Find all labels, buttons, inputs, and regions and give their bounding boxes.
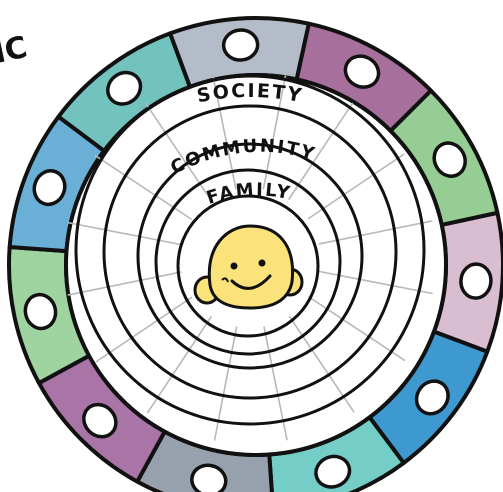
cheek-left — [221, 277, 229, 283]
segment-blank-circle — [343, 54, 381, 89]
segment-blank-circle — [190, 463, 228, 492]
ring-society — [74, 74, 426, 426]
right-eye — [258, 259, 266, 267]
segment-blank-circle — [432, 141, 467, 178]
web-spoke — [287, 102, 354, 201]
web-spoke — [262, 75, 287, 190]
ring-community — [102, 104, 398, 400]
segment-blank-circle — [106, 70, 143, 106]
ring-inner-1 — [154, 168, 342, 356]
smile — [230, 274, 272, 290]
ring-family — [136, 142, 364, 370]
web-spokes — [67, 75, 433, 441]
ring-inner-2 — [176, 194, 320, 338]
web-spoke — [95, 296, 193, 363]
segment-blank-circle — [459, 262, 493, 300]
segment-blank-circle — [32, 169, 67, 207]
segment-blank-circle — [23, 292, 58, 331]
segment-blank-circle — [314, 454, 352, 489]
segment-blank-circle — [221, 28, 260, 62]
segment-blank-circle — [82, 402, 118, 439]
web-spoke — [307, 295, 406, 362]
web-spoke — [67, 271, 182, 296]
left-eye — [230, 262, 238, 270]
corner-text: IC — [0, 30, 30, 71]
segment-blank-circle — [414, 379, 450, 416]
web-spoke — [94, 154, 193, 221]
face — [207, 224, 295, 310]
smiling-face-icon — [193, 224, 304, 310]
web-spoke — [67, 221, 182, 246]
